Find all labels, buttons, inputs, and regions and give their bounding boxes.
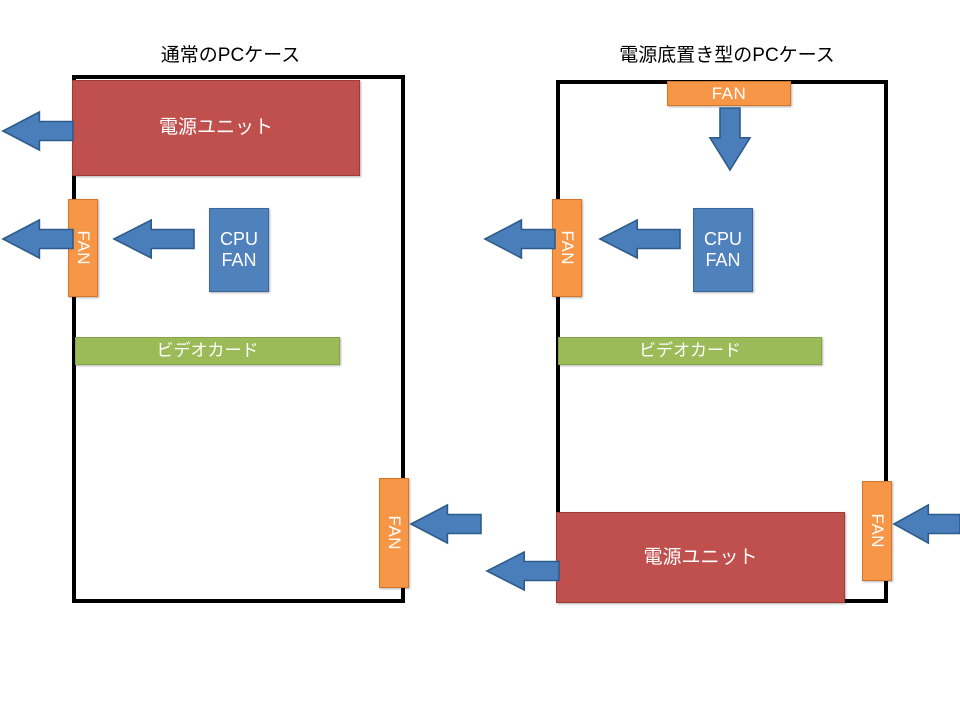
- cpu-fan-label-line2: FAN: [221, 250, 257, 270]
- standard-case-video-card-label: ビデオカード: [156, 341, 259, 361]
- standard-case-case-fan-front-lower: FAN: [379, 478, 409, 588]
- bottom-psu-case-title: 電源底置き型のPCケース: [619, 45, 835, 66]
- standard-case-airflow-out-rear-fan-arrow: [1, 218, 74, 260]
- bottom-psu-case-case-fan-rear-upper-label: FAN: [557, 230, 577, 266]
- standard-case-case-wall-left: [72, 75, 76, 603]
- bottom-psu-case-video-card: ビデオカード: [558, 337, 822, 365]
- bottom-psu-case-top-case-fan-label: FAN: [711, 83, 747, 103]
- bottom-psu-case-power-supply-unit: 電源ユニット: [556, 512, 845, 603]
- bottom-psu-case-video-card-label: ビデオカード: [639, 341, 741, 361]
- standard-case-case-wall-top: [72, 75, 405, 79]
- standard-case-case-wall-bottom: [72, 599, 405, 603]
- bottom-psu-case-case-fan-rear-lower-label: FAN: [867, 513, 887, 549]
- cpu-fan-label-line2: FAN: [705, 250, 741, 270]
- cpu-fan-label-line1: CPU: [703, 229, 742, 250]
- cpu-fan-label-line1: CPU: [219, 229, 258, 250]
- bottom-psu-case-power-supply-unit-label: 電源ユニット: [643, 546, 758, 568]
- bottom-psu-case-airflow-out-psu-arrow: [485, 550, 560, 592]
- standard-case-case-fan-front-lower-label: FAN: [384, 515, 404, 551]
- standard-case-power-supply-unit-label: 電源ユニット: [158, 117, 273, 139]
- bottom-psu-case-airflow-out-rear-fan-arrow: [483, 218, 556, 260]
- bottom-psu-case-airflow-cpu-to-rear-arrow: [598, 218, 681, 260]
- bottom-psu-case-airflow-in-top-fan-arrow: [708, 107, 752, 172]
- standard-case-airflow-cpu-to-rear-arrow: [112, 218, 195, 260]
- bottom-psu-case-case-fan-rear-upper: FAN: [552, 199, 582, 297]
- bottom-psu-case-case-fan-rear-lower: FAN: [862, 481, 892, 581]
- standard-case-airflow-out-psu-arrow: [1, 110, 74, 152]
- standard-case-title: 通常のPCケース: [160, 45, 301, 66]
- standard-case-airflow-in-front-fan-arrow: [409, 503, 482, 545]
- bottom-psu-case-top-case-fan: FAN: [667, 81, 791, 106]
- standard-case-video-card: ビデオカード: [75, 337, 340, 365]
- standard-case-case-wall-right: [401, 75, 405, 603]
- standard-case-case-fan-rear-upper-label: FAN: [73, 230, 93, 266]
- standard-case-power-supply-unit: 電源ユニット: [72, 80, 360, 176]
- bottom-psu-case-case-wall-right: [884, 80, 888, 603]
- bottom-psu-case-airflow-in-lower-fan-arrow: [892, 503, 960, 545]
